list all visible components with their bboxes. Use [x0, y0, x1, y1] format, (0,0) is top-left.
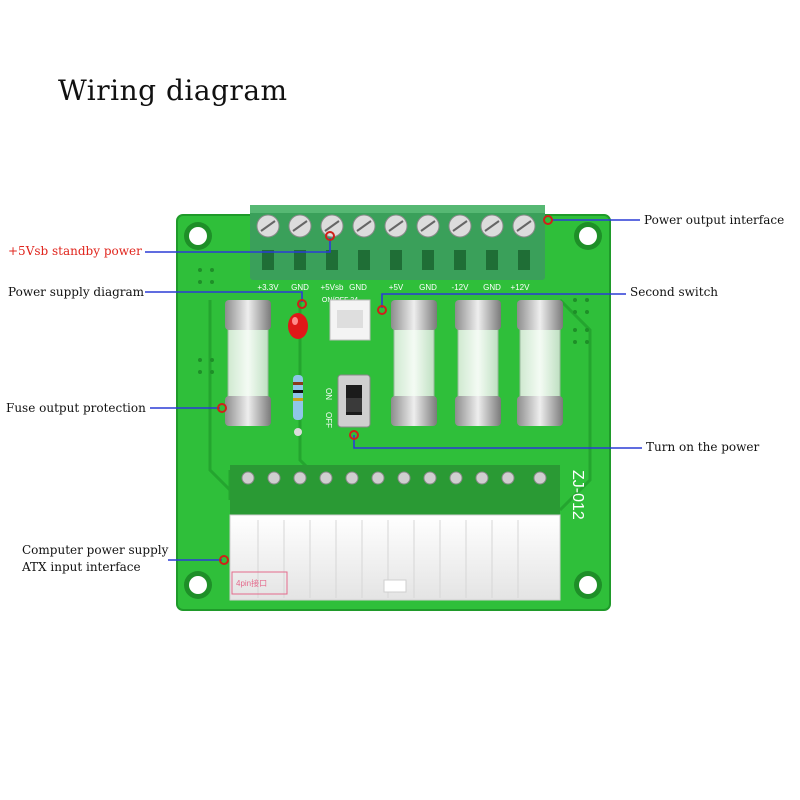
connector-note: 4pin接口 — [236, 578, 267, 588]
terminal-label: GND — [349, 283, 367, 292]
terminal-label: GND — [483, 283, 501, 292]
callout-power-output-interface: Power output interface — [644, 213, 785, 227]
fuse — [391, 300, 437, 426]
callout-lines — [145, 219, 642, 561]
terminal-block — [250, 205, 545, 280]
toggle-switch — [337, 374, 371, 428]
callout-atx-line1: Computer power supply — [22, 543, 169, 557]
terminal-label: -12V — [452, 283, 470, 292]
switch-on-label: ON — [324, 388, 333, 400]
callout-atx-line2: ATX input interface — [22, 560, 141, 574]
callout-power-supply-diagram: Power supply diagram — [8, 285, 145, 299]
led — [288, 313, 308, 339]
terminal-label: +12V — [511, 283, 531, 292]
fuse — [517, 300, 563, 426]
model-label: ZJ-012 — [569, 470, 586, 520]
jst-connector — [329, 299, 371, 341]
callout-standby-power: +5Vsb standby power — [8, 244, 142, 258]
callout-fuse-output-protection: Fuse output protection — [6, 401, 146, 415]
terminal-label: +3.3V — [257, 283, 279, 292]
terminal-label: +5V — [389, 283, 404, 292]
fuse — [455, 300, 501, 426]
callout-dots — [217, 215, 553, 565]
terminal-label: GND — [291, 283, 309, 292]
terminal-label: +5Vsb — [321, 283, 344, 292]
resistor — [293, 375, 303, 436]
switch-off-label: OFF — [324, 412, 333, 428]
atx-connector: 4pin接口 — [229, 465, 561, 601]
fuse — [225, 300, 271, 426]
callout-second-switch: Second switch — [630, 285, 719, 299]
diagram-title: Wiring diagram — [58, 74, 288, 107]
terminal-label: GND — [419, 283, 437, 292]
fuses — [225, 300, 563, 426]
callout-turn-on-power: Turn on the power — [646, 440, 760, 454]
